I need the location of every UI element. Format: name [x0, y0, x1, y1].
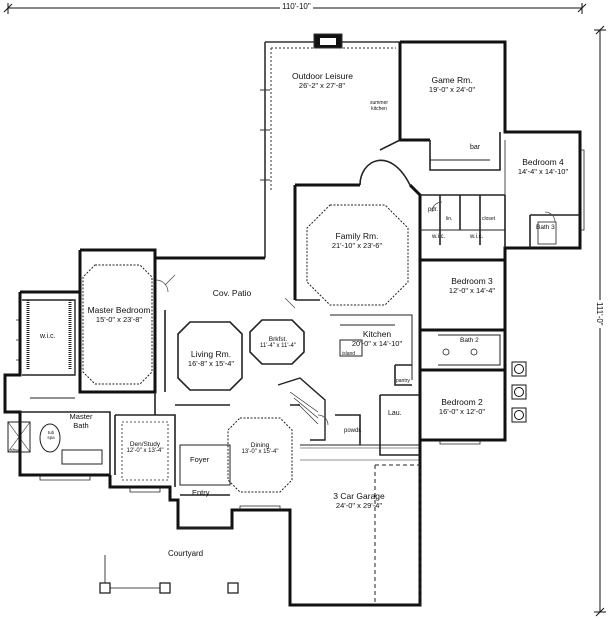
room-bedroom2: Bedroom 2 16'-0" x 12'-0": [430, 397, 494, 416]
room-name: Bedroom 3: [451, 276, 493, 286]
room-game-rm: Game Rm. 19'-0" x 24'-0": [422, 75, 482, 94]
room-dims: 11'-4" x 11'-4": [259, 343, 296, 350]
label-bath-3: Bath 3: [536, 224, 555, 231]
room-bedroom3: Bedroom 3 12'-0" x 14'-4": [440, 276, 504, 295]
overall-depth-label: 111'-0": [595, 300, 604, 328]
room-name: Game Rm.: [431, 75, 473, 85]
label-closet: closet: [482, 216, 496, 222]
room-kitchen: Kitchen 20'-0" x 14'-10": [344, 329, 410, 348]
room-name: Den/Study: [129, 441, 161, 448]
label-bath-2: Bath 2: [460, 337, 479, 344]
room-master-bedroom: Master Bedroom 15'-0" x 23'-8": [84, 305, 154, 324]
label-pantry: pantry: [396, 378, 410, 384]
room-family-rm: Family Rm. 21'-10" x 23'-6": [320, 231, 394, 250]
room-den-study: Den/Study 12'-0" x 13'-4": [117, 441, 173, 455]
room-name: Kitchen: [362, 329, 392, 339]
room-dims: 16'-0" x 12'-0": [438, 406, 486, 416]
label-wic-1: w.i.c.: [432, 234, 446, 240]
windows: [16, 140, 585, 510]
room-name: Living Rm.: [190, 349, 232, 359]
door-swings: [155, 201, 556, 426]
room-dims: 13'-0" x 15'-4": [241, 449, 279, 456]
room-garage: 3 Car Garage 24'-0" x 29'-4": [322, 491, 396, 510]
room-name: Bedroom 4: [522, 157, 564, 167]
label-wic-master: w.i.c.: [40, 333, 56, 340]
label-courtyard: Courtyard: [168, 549, 204, 558]
label-bar: bar: [470, 144, 481, 151]
room-outdoor-leisure: Outdoor Leisure 26'-2" x 27'-8": [292, 71, 353, 90]
interior-walls: [7, 132, 580, 605]
room-bedroom4: Bedroom 4 14'-4" x 14'-10": [508, 157, 578, 176]
room-brkfst: Brkfst. 11'-4" x 11'-4": [252, 336, 304, 350]
room-name: Family Rm.: [335, 231, 379, 241]
room-dims: 16'-8" x 15'-4": [187, 358, 235, 368]
room-name: Cov. Patio: [212, 288, 252, 298]
ac-units: [511, 361, 527, 423]
room-dims: 24'-0" x 29'-4": [335, 500, 383, 510]
label-master-bath: Master Bath: [69, 412, 93, 430]
room-dims: 12'-0" x 14'-4": [448, 285, 496, 295]
room-living-rm: Living Rm. 16'-8" x 15'-4": [180, 349, 242, 368]
room-dims: 12'-0" x 13'-4": [126, 448, 164, 455]
room-dims: 14'-4" x 14'-10": [517, 166, 569, 176]
room-dims: 26'-2" x 27'-8": [298, 80, 346, 90]
room-dims: 21'-10" x 23'-6": [331, 240, 383, 250]
label-powdr: powdr.: [344, 428, 362, 434]
room-name: Master Bedroom: [87, 305, 151, 315]
room-name: 3 Car Garage: [333, 491, 385, 501]
room-dims: 20'-0" x 14'-10": [351, 338, 403, 348]
courtyard-columns: [99, 555, 239, 594]
label-summer-kitchen: summer kitchen: [369, 100, 389, 112]
room-name: Dining: [250, 442, 270, 449]
label-pdr: pdr.: [428, 207, 439, 213]
overall-width-label: 110'-10": [280, 2, 313, 11]
label-lau: Lau.: [388, 410, 402, 417]
label-lin: lin.: [446, 216, 453, 222]
room-dims: 15'-0" x 23'-8": [95, 314, 143, 324]
room-cov-patio: Cov. Patio: [202, 288, 262, 299]
label-tub-spa: tub spa: [47, 430, 55, 440]
room-dining: Dining 13'-0" x 15'-4": [228, 442, 292, 456]
label-island: island: [342, 351, 356, 357]
label-wic-2: w.i.c.: [470, 234, 484, 240]
room-name: Outdoor Leisure: [292, 71, 353, 81]
room-name: Bedroom 2: [441, 397, 483, 407]
label-foyer: Foyer: [190, 455, 210, 464]
label-entry: Entry: [192, 488, 210, 497]
room-name: Brkfst.: [268, 336, 288, 343]
label-shwr: shwr.: [10, 448, 22, 454]
room-dims: 19'-0" x 24'-0": [428, 84, 476, 94]
